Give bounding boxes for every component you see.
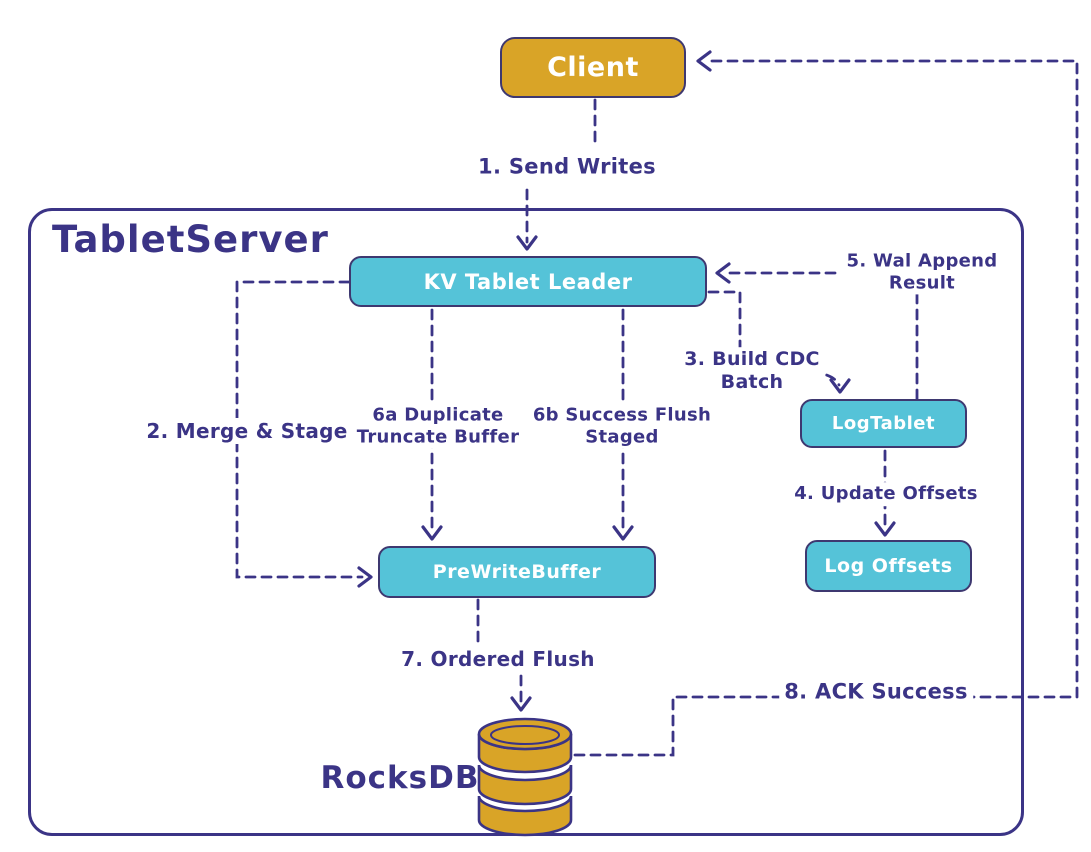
node-log-tablet: LogTablet [800,399,967,448]
node-log-offsets-label: Log Offsets [824,555,953,577]
arrowhead-6a-down [421,525,443,541]
edge-label-update-offsets: 4. Update Offsets [789,482,983,506]
edge-build-cdc-line [707,290,742,350]
arrowhead-7-down [510,696,532,712]
node-pre-write-buffer-label: PreWriteBuffer [432,561,602,583]
tabletserver-title: TabletServer [52,218,329,261]
rocksdb-cylinder-icon [477,717,573,837]
edge-label-ordered-flush: 7. Ordered Flush [396,646,600,672]
arrowhead-2-right [357,566,373,588]
edge-label-6b-success-flush-staged: 6b Success Flush Staged [527,403,717,449]
arrowhead-1-down [516,235,538,251]
node-kv-tablet-leader-label: KV Tablet Leader [423,269,633,294]
arrowhead-4-down [874,521,896,537]
edge-label-build-cdc-batch: 3. Build CDC Batch [679,347,825,395]
node-log-tablet-label: LogTablet [831,413,936,434]
arrowhead-6b-down [612,525,634,541]
edge-label-send-writes: 1. Send Writes [478,154,656,179]
arrowhead-3-down [829,378,851,394]
node-client-label: Client [547,52,639,83]
edge-label-wal-append-result: 5. Wal Append Result [837,249,1007,295]
node-rocksdb-label: RocksDB [320,760,480,796]
edge-label-merge-stage: 2. Merge & Stage [141,418,353,444]
arrowhead-5-left [715,262,731,284]
node-client: Client [500,37,686,98]
node-log-offsets: Log Offsets [805,540,972,592]
edge-wal-append-line [724,271,919,401]
edge-label-ack-success: 8. ACK Success [779,678,973,706]
node-pre-write-buffer: PreWriteBuffer [378,546,656,598]
node-kv-tablet-leader: KV Tablet Leader [349,256,707,307]
arrowhead-8-left [696,50,712,72]
edge-label-6a-duplicate-truncate-buffer: 6a Duplicate Truncate Buffer [351,403,525,449]
